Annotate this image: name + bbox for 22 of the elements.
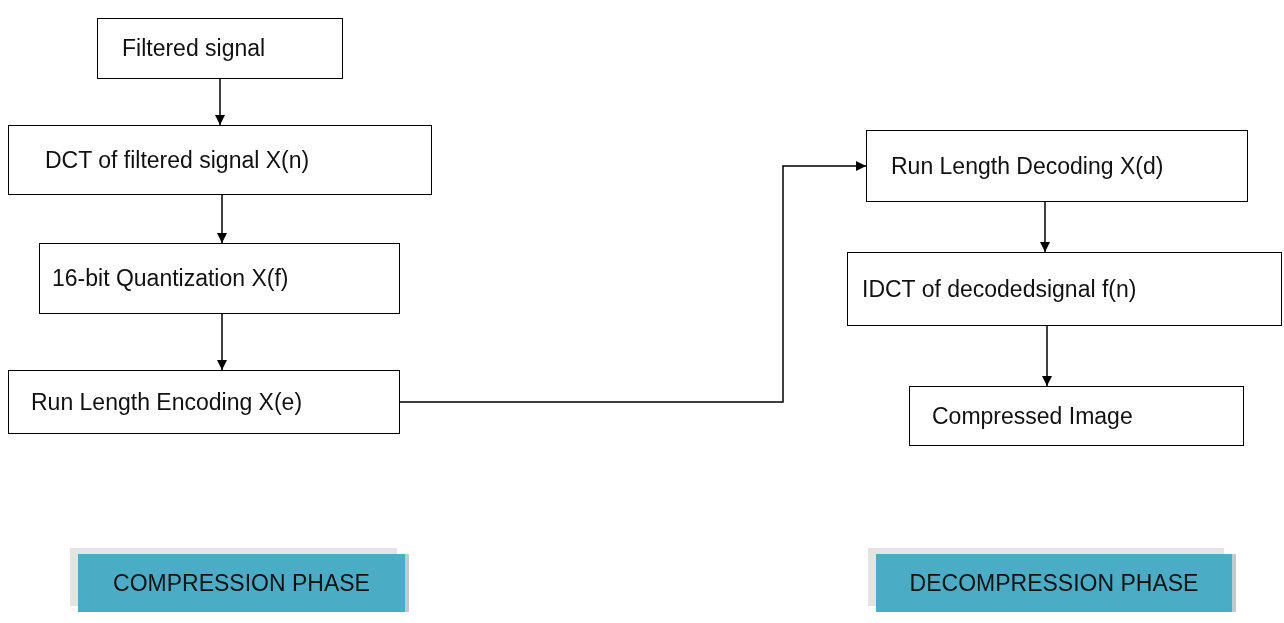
box-label: DECOMPRESSION PHASE xyxy=(909,569,1199,597)
box-label: DCT of filtered signal X(n) xyxy=(45,146,310,174)
box-label: COMPRESSION PHASE xyxy=(113,569,370,597)
box-label: Compressed Image xyxy=(932,402,1133,430)
process-box xyxy=(8,125,432,195)
box-label: Run Length Decoding X(d) xyxy=(891,152,1164,180)
arrow xyxy=(1040,201,1050,253)
process-box xyxy=(909,386,1244,446)
box-label: Run Length Encoding X(e) xyxy=(31,388,303,416)
arrow xyxy=(217,194,227,244)
process-box xyxy=(39,243,400,314)
box-label: Filtered signal xyxy=(122,35,266,62)
process-box xyxy=(866,130,1248,202)
arrow xyxy=(399,161,867,403)
process-box xyxy=(847,252,1282,326)
arrow xyxy=(1042,325,1052,387)
process-box xyxy=(8,370,400,434)
box-label: IDCT of decodedsignal f(n) xyxy=(862,275,1137,303)
arrow xyxy=(217,313,227,371)
process-box xyxy=(97,18,343,79)
box-label: 16-bit Quantization X(f) xyxy=(52,265,289,292)
arrow xyxy=(215,78,225,126)
